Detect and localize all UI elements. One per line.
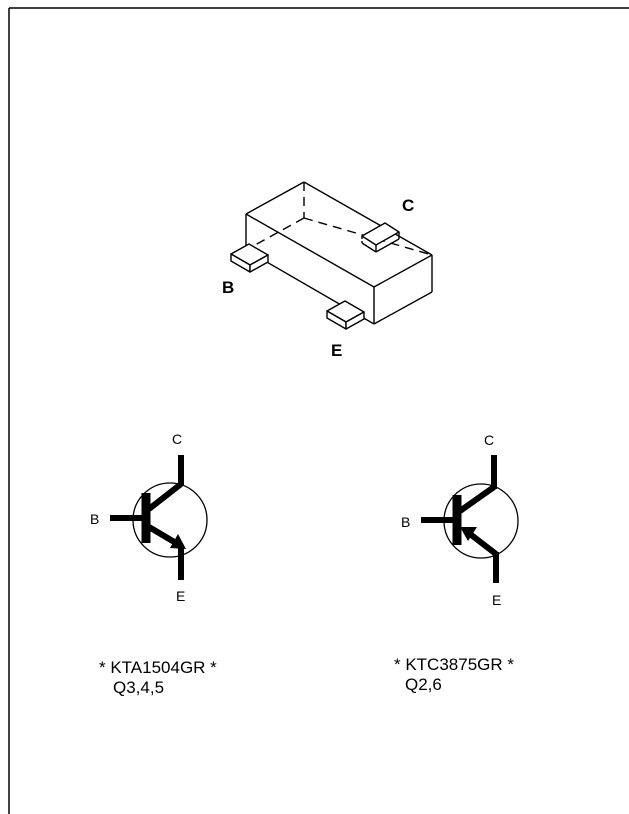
package-label-b: B — [222, 278, 234, 297]
package-label-c: C — [402, 196, 414, 215]
pnp-designators: Q3,4,5 — [113, 678, 164, 697]
npn-part-number: * KTC3875GR * — [394, 655, 514, 674]
npn-transistor-symbol — [421, 455, 519, 583]
package-drawing — [230, 181, 433, 330]
pnp-transistor-symbol — [110, 455, 208, 580]
package-hidden-edges — [245, 182, 433, 256]
package-lead-c — [361, 222, 400, 253]
npn-label-e: E — [492, 592, 501, 608]
npn-designators: Q2,6 — [405, 675, 442, 694]
npn-label-c: C — [484, 432, 494, 448]
package-body — [245, 181, 433, 325]
package-lead-e — [326, 300, 365, 330]
pnp-label-b: B — [90, 511, 99, 527]
npn-label-b: B — [401, 514, 410, 530]
page-frame — [8, 7, 629, 814]
package-lead-b — [230, 243, 269, 273]
pnp-label-c: C — [172, 431, 182, 447]
pnp-label-e: E — [176, 588, 185, 604]
pnp-part-number: * KTA1504GR * — [99, 658, 217, 677]
package-label-e: E — [331, 341, 342, 360]
